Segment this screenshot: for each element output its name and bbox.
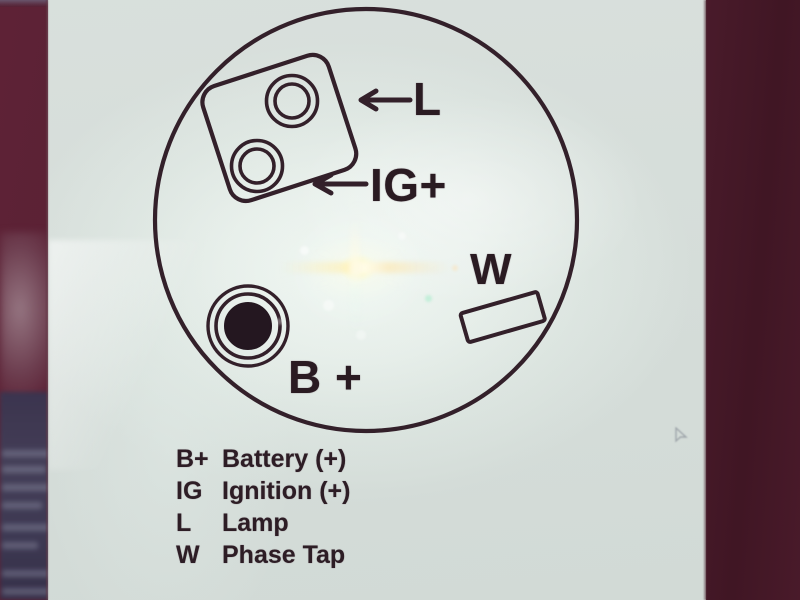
legend-key: L <box>176 509 192 537</box>
callout-label-L: L <box>413 73 442 125</box>
terminal-legend: B+ Battery (+) IG Ignition (+) L Lamp W … <box>176 443 596 571</box>
terminal-L-rings <box>264 73 320 129</box>
legend-desc: Ignition (+) <box>222 477 351 505</box>
arrow-to-IG <box>312 172 369 196</box>
legend-row: L Lamp <box>176 507 596 539</box>
legend-key: B+ <box>176 445 209 473</box>
arrow-to-L <box>358 88 413 112</box>
legend-row: W Phase Tap <box>176 539 596 571</box>
terminal-IG-rings <box>229 138 285 194</box>
alternator-body-circle <box>152 6 580 434</box>
legend-row: B+ Battery (+) <box>176 443 596 475</box>
legend-key: IG <box>176 477 203 505</box>
callout-label-w: W <box>470 245 513 294</box>
legend-desc: Battery (+) <box>222 445 347 473</box>
callout-label-b-plus: B + <box>288 351 363 403</box>
legend-desc: Phase Tap <box>222 541 346 569</box>
legend-desc: Lamp <box>222 509 289 537</box>
callout-label-ig: IG+ <box>370 159 447 211</box>
legend-key: W <box>176 541 200 569</box>
legend-row: IG Ignition (+) <box>176 475 596 507</box>
terminal-B-plus <box>206 284 290 368</box>
terminal-W-slot <box>458 290 547 344</box>
